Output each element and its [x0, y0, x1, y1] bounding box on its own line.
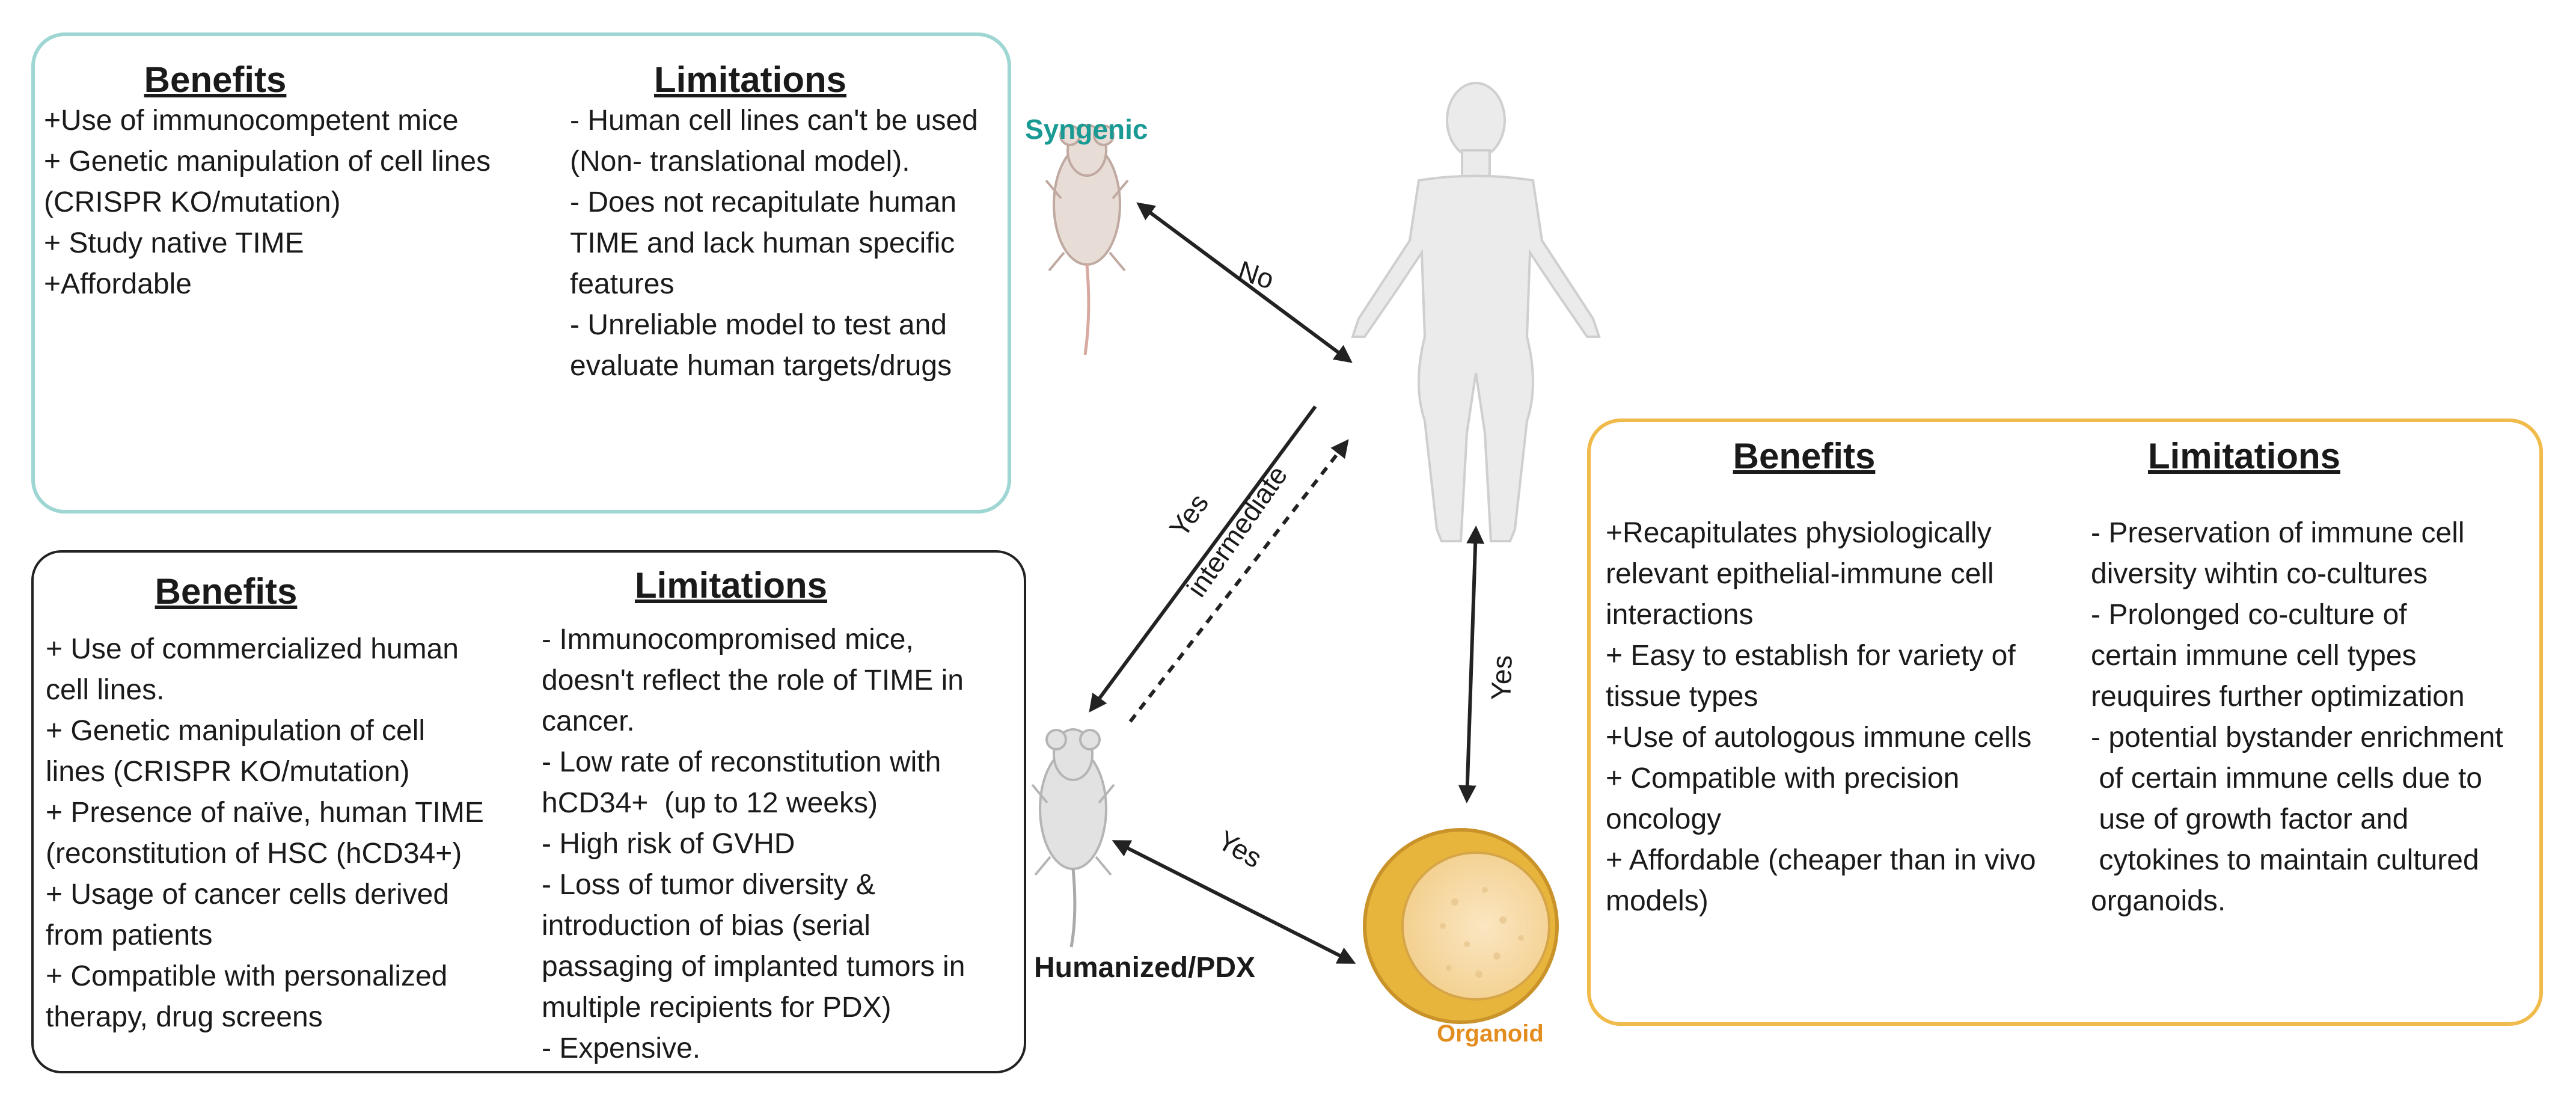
list-item: features [570, 268, 675, 300]
list-item: + Use of commercialized human [46, 633, 459, 665]
list-item: + Study native TIME [44, 227, 304, 259]
list-item: + Compatible with precision [1606, 762, 1960, 794]
arrow-human-to-humanized [1089, 405, 1317, 713]
organoid-benefits-title: Benefits [1733, 436, 1876, 476]
list-item: + Genetic manipulation of cell lines [44, 146, 491, 177]
list-item: +Affordable [44, 268, 192, 300]
humanized-mouse-icon [1031, 728, 1115, 948]
list-item: organoids. [2091, 885, 2226, 917]
list-item: + Affordable (cheaper than in vivo [1606, 844, 2036, 876]
arrow-human-organoid [1458, 526, 1485, 803]
list-item: oncology [1606, 803, 1722, 835]
humanized-benefits-list: + Use of commercialized human cell lines.… [46, 629, 539, 1038]
syngenic-mouse-icon [1045, 124, 1129, 355]
humanized-limitations-title: Limitations [634, 565, 827, 606]
syngenic-benefits-title: Benefits [144, 60, 287, 100]
organoid-limitations-column: Limitations - Preservation of immune cel… [2091, 435, 2542, 922]
list-item: +Recapitulates physiologically [1606, 517, 1992, 549]
organoid-panel: Benefits +Recapitulates physiologically r… [1587, 419, 2543, 1026]
list-item: lines (CRISPR KO/mutation) [46, 756, 410, 788]
list-item: passaging of implanted tumors in [542, 951, 965, 983]
list-item: (CRISPR KO/mutation) [44, 186, 341, 218]
list-item: introduction of bias (serial [542, 910, 870, 942]
list-item: tissue types [1606, 681, 1758, 713]
humanized-panel: Benefits + Use of commercialized human ce… [31, 550, 1026, 1073]
list-item: doesn't reflect the role of TIME in [542, 664, 964, 696]
organoid-limitations-list: - Preservation of immune cell diversity w… [2091, 513, 2542, 922]
list-item: (Non- translational model). [570, 146, 910, 177]
syngenic-benefits-list: +Use of immunocompetent mice + Genetic ma… [44, 100, 510, 305]
human-figure-icon [1351, 82, 1601, 542]
list-item: - Does not recapitulate human [570, 186, 957, 218]
organoid-label: Organoid [1437, 1020, 1544, 1047]
humanized-benefits-title: Benefits [154, 571, 298, 612]
list-item: +Use of autologous immune cells [1606, 722, 2032, 753]
organoid-benefits-column: Benefits +Recapitulates physiologically r… [1606, 435, 2087, 922]
list-item: - Loss of tumor diversity & [542, 869, 875, 901]
syngenic-limitations-list: - Human cell lines can't be used (Non- tr… [570, 100, 1009, 387]
list-item: certain immune cell types [2091, 640, 2417, 672]
list-item: reuquires further optimization [2091, 681, 2465, 713]
syngenic-limitations-title: Limitations [653, 60, 846, 100]
list-item: - potential bystander enrichment [2091, 722, 2503, 753]
organoid-benefits-list: +Recapitulates physiologically relevant e… [1606, 513, 2087, 922]
list-item: cytokines to maintain cultured [2091, 844, 2479, 876]
list-item: hCD34+ (up to 12 weeks) [542, 787, 878, 819]
list-item: use of growth factor and [2091, 803, 2409, 835]
list-item: multiple recipients for PDX) [542, 992, 892, 1023]
list-item: + Easy to establish for variety of [1606, 640, 2016, 672]
list-item: from patients [46, 919, 213, 951]
list-item: cancer. [542, 705, 635, 737]
humanized-limitations-list: - Immunocompromised mice, doesn't reflect… [542, 619, 1023, 1069]
list-item: - High risk of GVHD [542, 828, 795, 860]
list-item: - Prolonged co-culture of [2091, 599, 2407, 631]
syngenic-limitations-column: Limitations - Human cell lines can't be … [570, 59, 1009, 387]
list-item: - Low rate of reconstitution with [542, 746, 941, 778]
list-item: - Human cell lines can't be used [570, 105, 978, 136]
list-item: cell lines. [46, 674, 165, 706]
list-item: TIME and lack human specific [570, 227, 955, 259]
list-item: evaluate human targets/drugs [570, 350, 952, 382]
humanized-limitations-column: Limitations - Immunocompromised mice, doe… [542, 565, 1023, 1069]
list-item: + Genetic manipulation of cell [46, 715, 426, 747]
list-item: + Usage of cancer cells derived [46, 879, 450, 910]
syngenic-label: Syngenic [1025, 114, 1148, 145]
arrow-humanized-to-human-dashed [1128, 439, 1349, 723]
humanized-benefits-column: Benefits + Use of commercialized human ce… [46, 571, 539, 1038]
list-item: relevant epithelial-immune cell [1606, 558, 1994, 590]
list-item: diversity wihtin co-cultures [2091, 558, 2428, 590]
humanized-label: Humanized/PDX [1034, 952, 1256, 984]
list-item: therapy, drug screens [46, 1001, 323, 1033]
arrow-label-yes-organoid: Yes [1485, 654, 1518, 701]
list-item: - Expensive. [542, 1032, 701, 1064]
list-item: + Compatible with personalized [46, 960, 448, 992]
list-item: - Unreliable model to test and [570, 309, 947, 341]
syngenic-benefits-column: Benefits +Use of immunocompetent mice + G… [44, 59, 510, 305]
organoid-icon [1363, 828, 1559, 1024]
list-item: +Use of immunocompetent mice [44, 105, 459, 136]
list-item: - Preservation of immune cell [2091, 517, 2465, 549]
arrow-humanized-organoid [1112, 840, 1356, 964]
list-item: + Presence of naïve, human TIME [46, 797, 484, 829]
syngenic-panel: Benefits +Use of immunocompetent mice + G… [31, 32, 1011, 514]
list-item: models) [1606, 885, 1709, 917]
arrow-syngenic-human [1136, 202, 1353, 363]
organoid-limitations-title: Limitations [2147, 436, 2340, 476]
list-item: - Immunocompromised mice, [542, 624, 914, 655]
list-item: of certain immune cells due to [2091, 762, 2482, 794]
list-item: interactions [1606, 599, 1754, 631]
list-item: (reconstitution of HSC (hCD34+) [46, 838, 462, 870]
